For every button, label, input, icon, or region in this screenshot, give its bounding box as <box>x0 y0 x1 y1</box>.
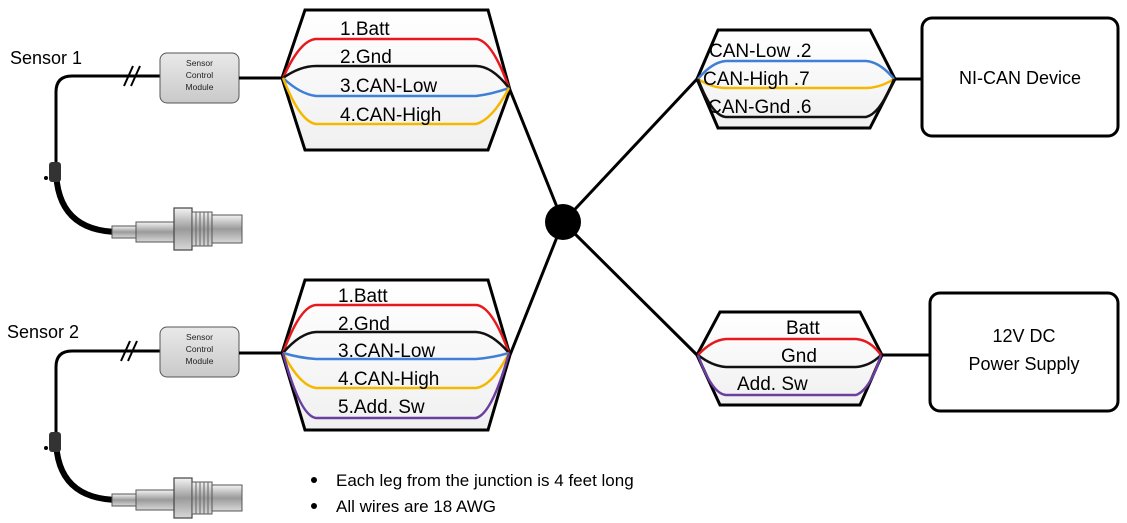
connector-2: 1.Batt 2.Gnd 3.CAN-Low 4.CAN-High 5.Add.… <box>280 278 512 432</box>
svg-text:Sensor: Sensor <box>186 332 213 342</box>
sensor-2-group: Sensor 2 Sensor Control Module <box>7 322 282 519</box>
junction-node <box>545 204 581 240</box>
svg-text:12V DC: 12V DC <box>992 326 1055 346</box>
oxygen-sensor-1-icon <box>111 207 243 251</box>
pin-label: CAN-Gnd .6 <box>708 97 811 118</box>
svg-text:Control: Control <box>186 344 214 354</box>
pin-label: CAN-Low .2 <box>709 41 811 62</box>
svg-text:Control: Control <box>186 70 214 80</box>
sensor-2-label: Sensor 2 <box>7 322 79 342</box>
boot-grommet <box>49 432 61 452</box>
oxygen-sensor-2-icon <box>111 477 243 519</box>
pin-label: 3.CAN-Low <box>338 341 435 362</box>
svg-text:Module: Module <box>186 356 214 366</box>
pin-label: Gnd <box>781 346 817 367</box>
pin-label: 2.Gnd <box>338 314 390 335</box>
can-connector: CAN-Low .2 CAN-High .7 CAN-Gnd .6 <box>695 28 897 130</box>
pin-label: 1.Batt <box>338 286 388 307</box>
power-connector: Batt Gnd Add. Sw <box>695 310 884 407</box>
pin-label: CAN-High .7 <box>703 69 810 90</box>
cable-break-icon <box>123 65 141 87</box>
bullet-icon <box>311 477 317 483</box>
boot-grommet <box>49 162 61 182</box>
connector-1: 1.Batt 2.Gnd 3.CAN-Low 4.CAN-High <box>280 8 512 152</box>
sensor-1-label: Sensor 1 <box>10 48 82 68</box>
pin-label: Batt <box>786 318 821 339</box>
pin-label: 3.CAN-Low <box>340 76 437 97</box>
cable-break-icon <box>120 340 138 362</box>
svg-text:Power Supply: Power Supply <box>968 354 1079 374</box>
svg-text:Module: Module <box>186 82 214 92</box>
sensor-1-group: Sensor 1 Sensor Control Module <box>10 48 282 251</box>
power-supply: 12V DC Power Supply <box>928 291 1120 413</box>
svg-text:Sensor: Sensor <box>186 58 213 68</box>
pin-label: 5.Add. Sw <box>338 397 425 418</box>
bullet-icon <box>311 503 317 509</box>
notes-list: Each leg from the junction is 4 feet lon… <box>311 471 634 516</box>
ni-can-device: NI-CAN Device <box>920 16 1120 138</box>
pin-label: 4.CAN-High <box>338 369 439 390</box>
pin-label: 1.Batt <box>340 19 390 40</box>
pin-label: Add. Sw <box>737 374 808 395</box>
pin-label: 4.CAN-High <box>340 105 441 126</box>
svg-text:NI-CAN Device: NI-CAN Device <box>959 68 1081 88</box>
pin-label: 2.Gnd <box>340 47 392 68</box>
note-item: All wires are 18 AWG <box>336 497 496 516</box>
note-item: Each leg from the junction is 4 feet lon… <box>336 471 634 490</box>
junction-legs <box>508 77 699 357</box>
